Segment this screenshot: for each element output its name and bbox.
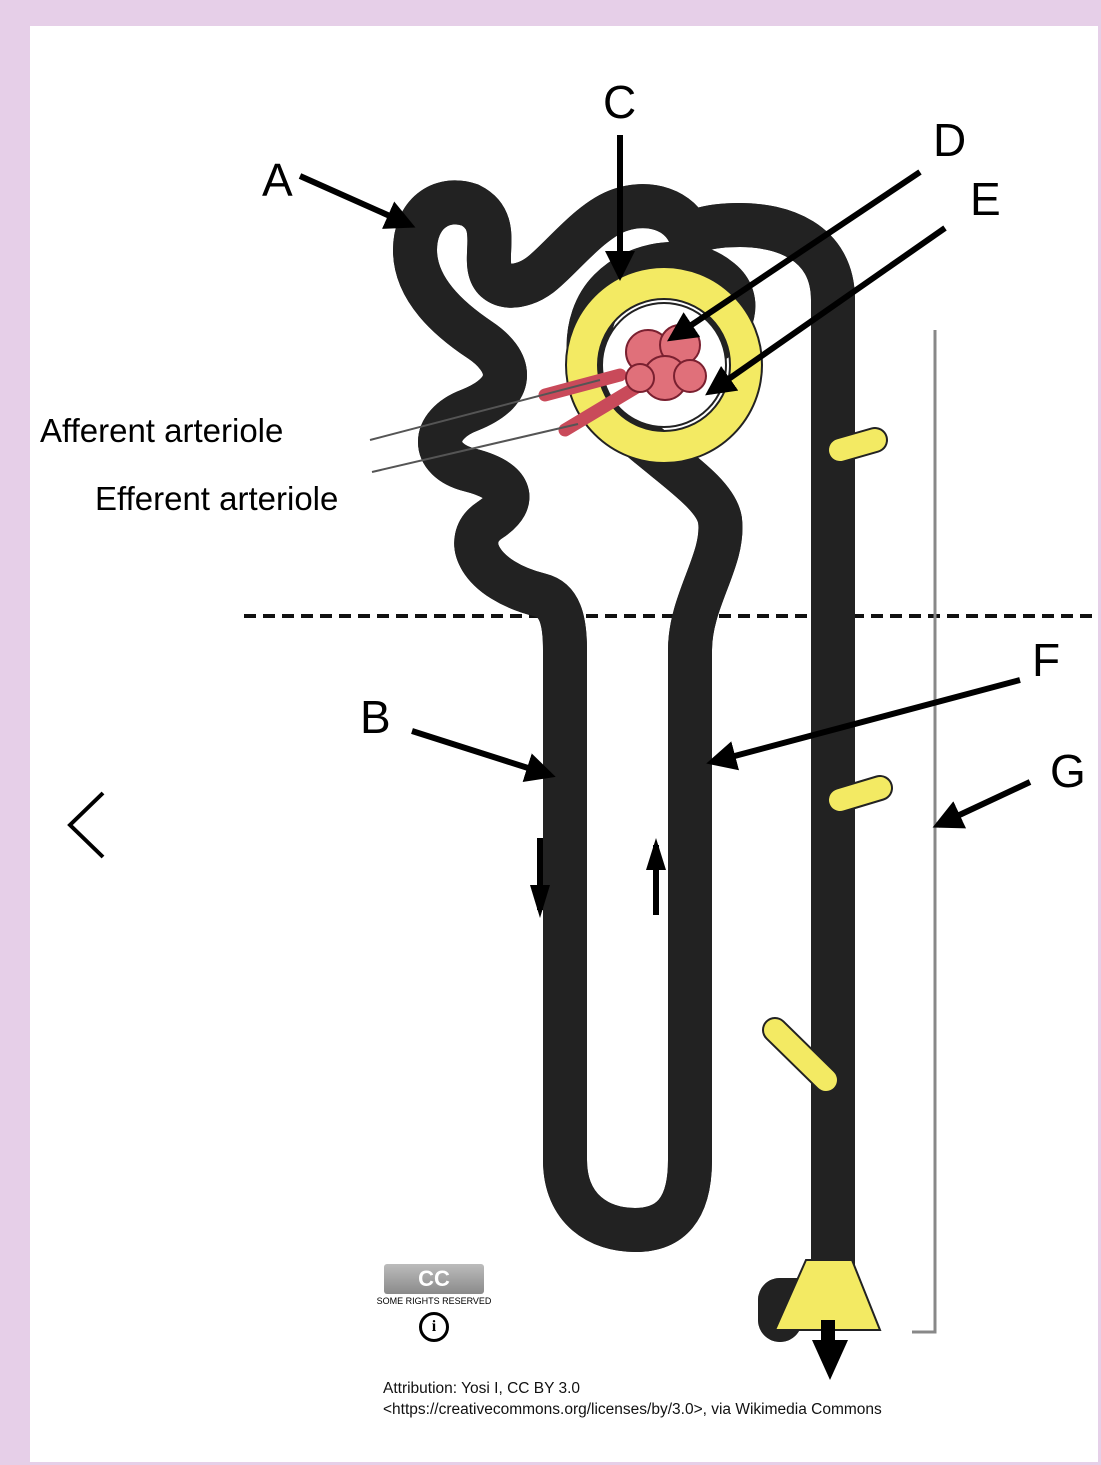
label-pointers xyxy=(298,135,1032,829)
flow-arrows xyxy=(530,838,848,1380)
label-d: D xyxy=(933,114,966,166)
collecting-duct-bracket xyxy=(912,330,937,1334)
attribution-icon: i xyxy=(419,1312,449,1342)
label-efferent-arteriole: Efferent arteriole xyxy=(95,480,338,517)
chevron-left-icon xyxy=(67,791,105,859)
label-b: B xyxy=(360,691,391,743)
label-a: A xyxy=(262,154,293,206)
cc-caption: SOME RIGHTS RESERVED xyxy=(376,1296,492,1306)
label-afferent-arteriole: Afferent arteriole xyxy=(40,412,283,449)
previous-button[interactable] xyxy=(58,785,118,865)
attribution-text: Attribution: Yosi I, CC BY 3.0 <https://… xyxy=(383,1380,882,1418)
label-c: C xyxy=(603,76,636,128)
label-f: F xyxy=(1032,634,1060,686)
label-e: E xyxy=(970,173,1001,225)
cc-logo: CC xyxy=(384,1264,484,1294)
label-g: G xyxy=(1050,745,1086,797)
cc-license-badge: CC SOME RIGHTS RESERVED i xyxy=(374,1264,494,1354)
